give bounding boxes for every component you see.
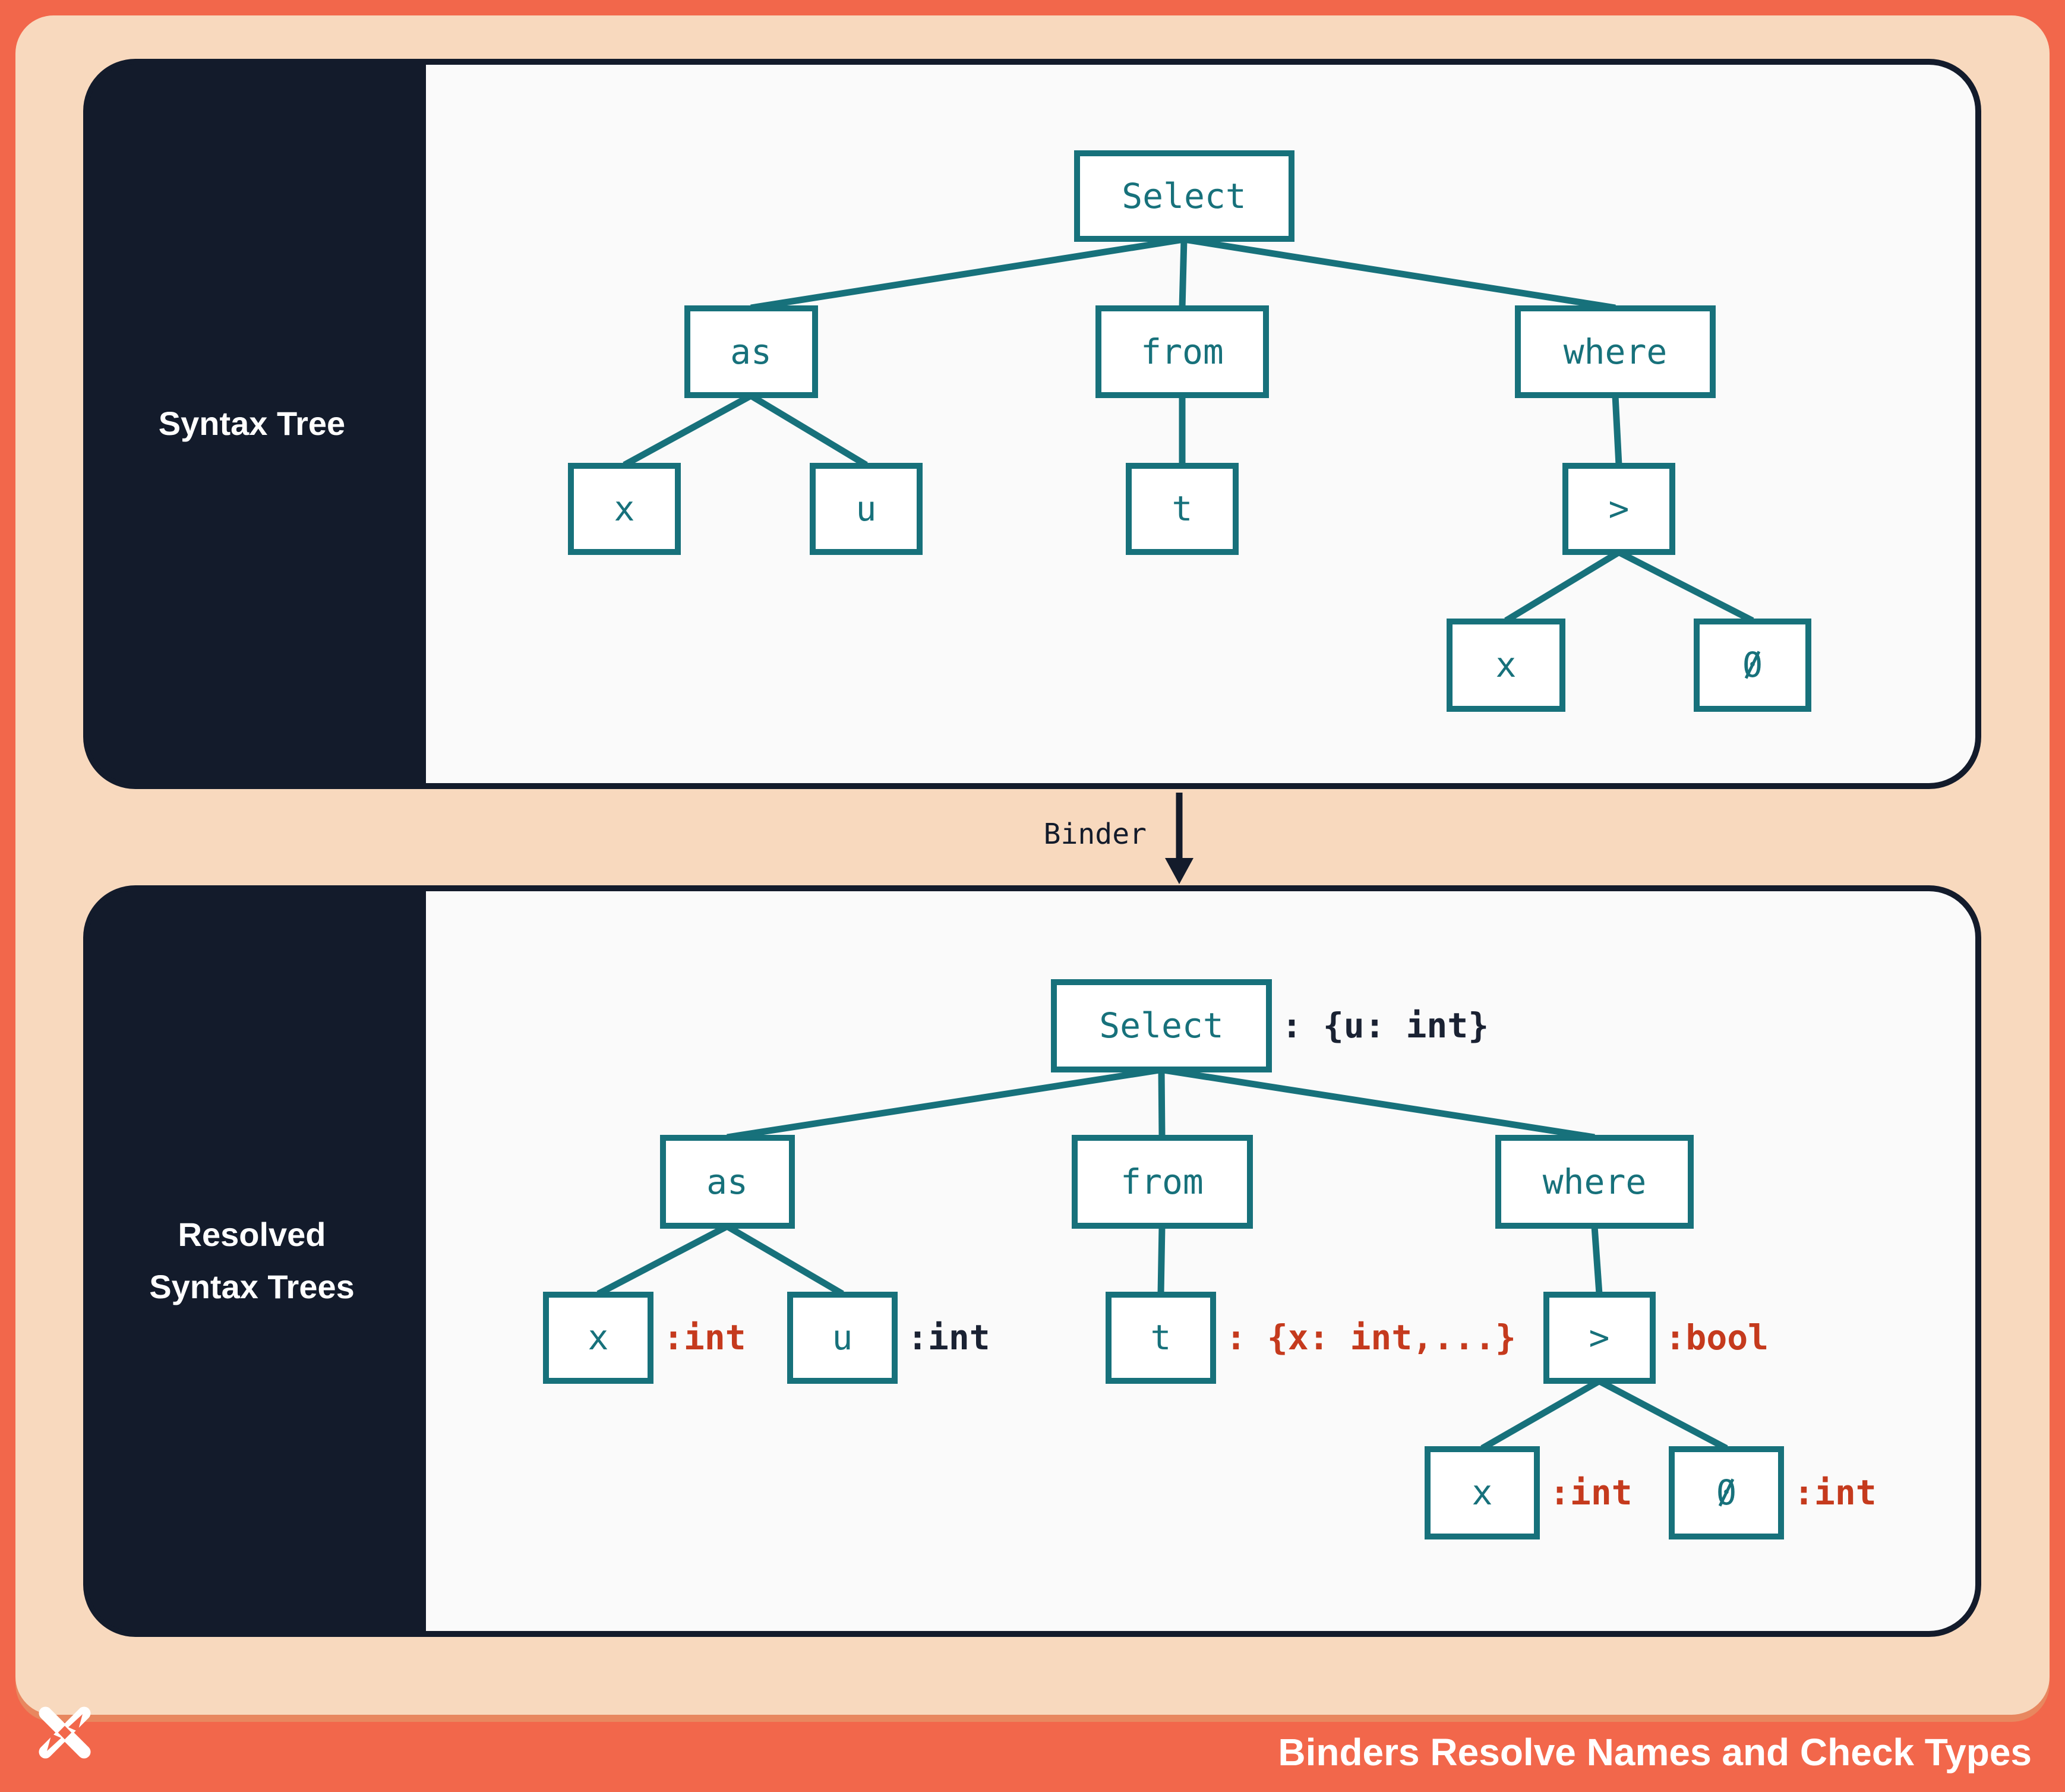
type-annotation-resolved-zero: :int bbox=[1794, 1472, 1877, 1513]
tree-node-resolved-zero: 0 bbox=[1669, 1446, 1784, 1539]
tree-edge-syntax-as-u bbox=[749, 393, 868, 468]
type-annotation-resolved-x1: :int bbox=[663, 1317, 746, 1358]
tree-node-label: where bbox=[1563, 332, 1668, 372]
brand-x-logo-icon bbox=[39, 1706, 91, 1759]
tree-edge-syntax-gt-x2 bbox=[1504, 549, 1621, 624]
resolved-syntax-trees-panel bbox=[83, 885, 1981, 1637]
tree-edge-resolved-where-gt bbox=[1591, 1226, 1603, 1294]
tree-node-label: from bbox=[1141, 332, 1224, 372]
type-annotation-resolved-gt: :bool bbox=[1665, 1317, 1769, 1358]
tree-node-syntax-u: u bbox=[810, 462, 923, 555]
tree-node-syntax-x1: x bbox=[568, 462, 681, 555]
tree-edge-resolved-select-as bbox=[727, 1067, 1162, 1141]
tree-node-syntax-select: Select bbox=[1073, 150, 1294, 242]
tree-node-label: x bbox=[1495, 645, 1517, 685]
tree-node-syntax-as: as bbox=[684, 305, 818, 398]
tree-node-label: from bbox=[1120, 1162, 1204, 1202]
tree-edges bbox=[596, 236, 1754, 1452]
tree-node-resolved-from: from bbox=[1071, 1135, 1253, 1229]
type-annotation-resolved-t: : {x: int,...} bbox=[1226, 1317, 1516, 1358]
type-annotation-resolved-x2: :int bbox=[1549, 1472, 1633, 1513]
tree-edge-syntax-select-from bbox=[1179, 239, 1188, 308]
tree-node-label: where bbox=[1542, 1162, 1647, 1202]
resolved-syntax-trees-sidebar bbox=[89, 891, 426, 1632]
tree-node-resolved-t: t bbox=[1106, 1291, 1216, 1384]
tree-node-label: t bbox=[1172, 488, 1193, 529]
resolved-title-line-2: Syntax Trees bbox=[149, 1268, 355, 1305]
tree-node-label: x bbox=[588, 1317, 609, 1358]
tree-edge-resolved-from-t bbox=[1157, 1226, 1166, 1294]
footer-title: Binders Resolve Names and Check Types bbox=[1278, 1731, 2032, 1774]
type-annotation-resolved-u: :int bbox=[907, 1317, 990, 1358]
tree-edge-syntax-gt-zero bbox=[1617, 549, 1754, 624]
syntax-tree-panel bbox=[83, 59, 1981, 789]
tree-node-label: x bbox=[614, 488, 635, 529]
binder-arrow-label: Binder bbox=[1043, 818, 1147, 851]
tree-node-resolved-as: as bbox=[659, 1135, 795, 1229]
tree-node-resolved-u: u bbox=[787, 1291, 898, 1384]
tree-node-label: Select bbox=[1099, 1005, 1224, 1046]
tree-node-label: t bbox=[1150, 1317, 1172, 1358]
tree-node-label: > bbox=[1608, 488, 1630, 529]
tree-edge-syntax-select-as bbox=[750, 236, 1185, 311]
tree-node-syntax-from: from bbox=[1095, 305, 1269, 398]
tree-node-syntax-t: t bbox=[1126, 462, 1239, 555]
tree-node-label: u bbox=[832, 1317, 853, 1358]
tree-edge-resolved-gt-zero bbox=[1597, 1378, 1728, 1452]
tree-node-label: u bbox=[855, 488, 877, 529]
syntax-tree-panel-title: Syntax Tree bbox=[83, 397, 421, 450]
tree-edge-syntax-where-gt bbox=[1612, 395, 1622, 465]
resolved-title-line-1: Resolved bbox=[178, 1216, 326, 1253]
tree-node-resolved-x2: x bbox=[1425, 1446, 1540, 1539]
tree-node-syntax-zero: 0 bbox=[1694, 618, 1811, 712]
tree-node-resolved-gt: > bbox=[1543, 1291, 1656, 1384]
tree-edge-resolved-as-x1 bbox=[596, 1223, 729, 1297]
tree-node-label: as bbox=[706, 1162, 748, 1202]
tree-node-label: as bbox=[730, 332, 772, 372]
binder-arrow-icon bbox=[1165, 793, 1193, 884]
tree-node-resolved-where: where bbox=[1495, 1135, 1694, 1229]
tree-node-label: x bbox=[1472, 1472, 1493, 1513]
tree-edge-resolved-gt-x2 bbox=[1480, 1378, 1601, 1452]
tree-node-syntax-gt: > bbox=[1562, 462, 1675, 555]
tree-node-syntax-where: where bbox=[1515, 305, 1716, 398]
tree-edge-syntax-select-where bbox=[1183, 236, 1616, 311]
tree-node-resolved-x1: x bbox=[543, 1291, 653, 1384]
tree-node-syntax-x2: x bbox=[1447, 618, 1565, 712]
type-annotation-resolved-select: : {u: int} bbox=[1281, 1005, 1489, 1046]
tree-edge-resolved-as-u bbox=[725, 1223, 844, 1297]
syntax-tree-sidebar bbox=[89, 64, 426, 784]
tree-edge-resolved-select-where bbox=[1161, 1067, 1595, 1141]
tree-edge-syntax-as-x1 bbox=[623, 393, 753, 468]
tree-node-label: Select bbox=[1122, 176, 1246, 216]
tree-node-resolved-select: Select bbox=[1051, 979, 1272, 1072]
resolved-syntax-trees-panel-title: Resolved Syntax Trees bbox=[83, 1209, 421, 1313]
tree-edge-resolved-select-from bbox=[1158, 1069, 1166, 1138]
tree-node-label: > bbox=[1589, 1317, 1610, 1358]
syntax-tree-panel-title-text: Syntax Tree bbox=[158, 405, 346, 442]
